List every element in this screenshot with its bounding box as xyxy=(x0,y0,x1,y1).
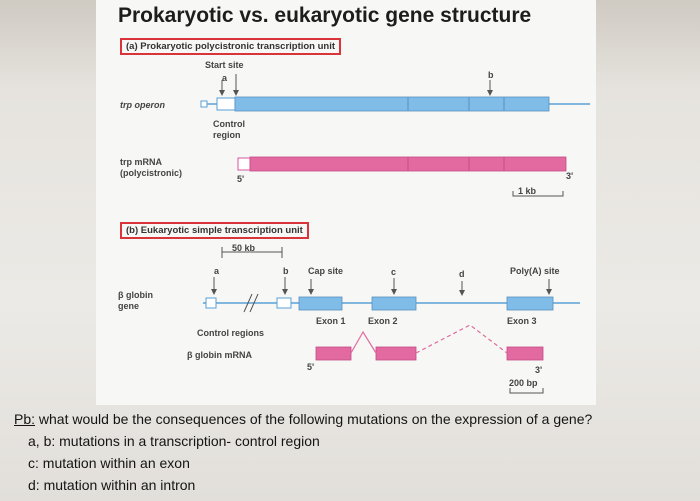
control-region-box xyxy=(216,97,236,111)
question-item-c: c: mutation within an exon xyxy=(28,455,190,471)
question-line: Pb: what would be the consequences of th… xyxy=(14,411,592,427)
splice-line-1 xyxy=(350,330,377,354)
question-text: what would be the consequences of the fo… xyxy=(35,411,593,427)
scale-bar-200bp xyxy=(509,388,544,394)
mrna-exon1 xyxy=(315,346,352,361)
beta-globin-mrna-label: β globin mRNA xyxy=(187,350,252,360)
question-item-d: d: mutation within an intron xyxy=(28,477,196,493)
question-item-ab: a, b: mutations in a transcription- cont… xyxy=(28,433,320,449)
mutation-b-label: b xyxy=(488,70,494,80)
scale-1kb-label: 1 kb xyxy=(518,186,537,196)
trp-mrna-label: trp mRNA (polycistronic) xyxy=(120,157,183,178)
control-regions-label: Control regions xyxy=(197,328,264,338)
section-a-heading: (a) Prokaryotic polycistronic transcript… xyxy=(120,38,342,55)
scale-bar-50kb xyxy=(221,247,283,258)
splice-line-2 xyxy=(415,324,508,354)
mrna-a-5prime: 5' xyxy=(237,174,245,184)
mutation-c-label: c xyxy=(391,267,397,277)
beta-globin-gene-label: β globin gene xyxy=(118,290,153,311)
mrna-exon3 xyxy=(506,346,544,361)
exon3-label: Exon 3 xyxy=(507,316,537,326)
mutation-a-label: a xyxy=(222,73,228,83)
section-b-heading: (b) Eukaryotic simple transcription unit xyxy=(120,222,309,239)
mutation-b-b-label: b xyxy=(283,266,289,276)
trp-gene-block xyxy=(234,96,550,112)
trp-operon-label: trp operon xyxy=(120,100,165,110)
question-prefix: Pb: xyxy=(14,411,36,427)
exon3-box xyxy=(506,296,554,311)
exon1-label: Exon 1 xyxy=(316,316,346,326)
mrna-exon2 xyxy=(375,346,417,361)
polya-site-label: Poly(A) site xyxy=(510,266,560,276)
control-box-b xyxy=(276,297,292,309)
scale-bar-1kb xyxy=(512,191,564,197)
operon-5-end xyxy=(200,100,208,108)
exon2-label: Exon 2 xyxy=(368,316,398,326)
break-mark-2 xyxy=(249,293,259,313)
slide-title: Prokaryotic vs. eukaryotic gene structur… xyxy=(118,4,532,27)
control-box-a xyxy=(205,297,217,309)
mrna-b-5prime: 5' xyxy=(307,362,315,372)
exon1-box xyxy=(298,296,343,311)
scale-200bp-label: 200 bp xyxy=(509,378,538,388)
mrna-a-3prime: 3' xyxy=(566,171,574,181)
cap-site-label: Cap site xyxy=(308,266,344,276)
start-site-label: Start site xyxy=(205,60,244,70)
mrna-b-3prime: 3' xyxy=(535,365,543,375)
mutation-b-a-label: a xyxy=(214,266,220,276)
scale-50kb-label: 50 kb xyxy=(232,243,256,253)
exon2-box xyxy=(371,296,417,311)
mutation-d-label: d xyxy=(459,269,465,279)
break-mark-1 xyxy=(243,293,253,313)
slide xyxy=(96,0,596,405)
mrna-leader xyxy=(237,157,251,171)
control-region-label: Control region xyxy=(213,119,245,140)
